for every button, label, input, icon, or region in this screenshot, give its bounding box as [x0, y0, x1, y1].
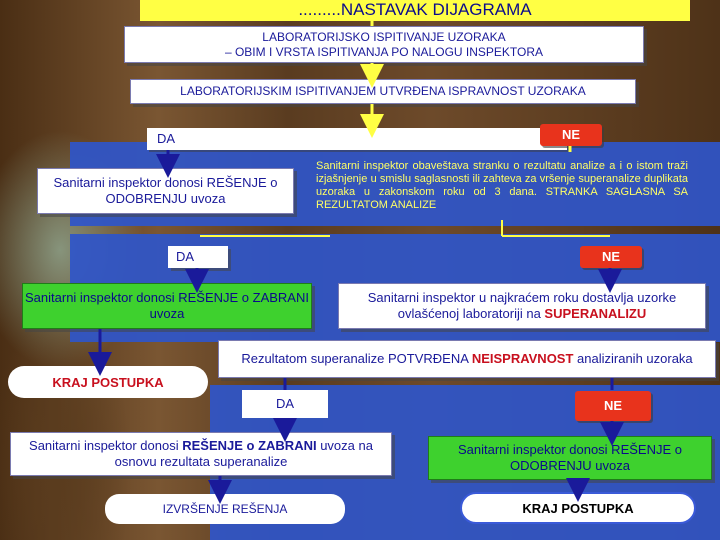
approval-decision-text: Sanitarni inspektor donosi REŠENJE o ODO… — [53, 175, 278, 206]
superanalysis-ban-box: Sanitarni inspektor donosi REŠENJE o ZAB… — [10, 432, 392, 476]
branch2-ne-text: NE — [601, 249, 621, 265]
branch3-ne-label: NE — [575, 391, 651, 421]
branch2-da-text: DA — [176, 249, 195, 265]
superanalysis-ban-highlight: REŠENJE o ZABRANI — [182, 438, 317, 454]
superanalysis-result-text: Rezultatom superanalize POTVRĐENA NEISPR… — [241, 351, 692, 367]
result-prefix: Rezultatom superanalize POTVRĐENA — [241, 351, 472, 367]
lab-testing-box: LABORATORIJSKO ISPITIVANJE UZORAKA – OBI… — [124, 26, 644, 63]
result-suffix: analiziranih uzoraka — [573, 351, 693, 367]
end-of-procedure-left: KRAJ POSTUPKA — [8, 366, 208, 398]
final-approval-box: Sanitarni inspektor donosi REŠENJE o ODO… — [428, 436, 712, 480]
superanalysis-prefix: Sanitarni inspektor u najkraćem roku dos… — [367, 290, 677, 321]
execution-text: IZVRŠENJE REŠENJA — [162, 502, 288, 516]
lab-testing-line2: – OBIM I VRSTA ISPITIVANJA PO NALOGU INS… — [224, 44, 544, 59]
superanalysis-box: Sanitarni inspektor u najkraćem roku dos… — [338, 283, 706, 329]
page-title: .........NASTAVAK DIJAGRAMA — [140, 0, 690, 21]
branch3-da-text: DA — [275, 396, 295, 412]
page-title-text: .........NASTAVAK DIJAGRAMA — [298, 0, 532, 20]
correctness-text: LABORATORIJSKIM ISPITIVANJEM UTVRĐENA IS… — [180, 84, 586, 99]
end-of-procedure-left-text: KRAJ POSTUPKA — [52, 374, 164, 390]
notify-client-box: Sanitarni inspektor obaveštava stranku o… — [312, 152, 692, 220]
branch1-ne-text: NE — [561, 127, 581, 143]
lab-testing-line1: LABORATORIJSKO ISPITIVANJE UZORAKA — [262, 30, 506, 45]
ban-decision-text: Sanitarni inspektor donosi REŠENJE o ZAB… — [25, 290, 309, 321]
superanalysis-ban-prefix: Sanitarni inspektor donosi — [29, 438, 183, 454]
end-of-procedure-right: KRAJ POSTUPKA — [460, 492, 696, 524]
superanalysis-text: Sanitarni inspektor u najkraćem roku dos… — [339, 290, 705, 321]
branch1-ne-label: NE — [540, 124, 602, 146]
branch3-da-label: DA — [242, 390, 328, 418]
end-of-procedure-right-text: KRAJ POSTUPKA — [522, 500, 634, 516]
result-highlight: NEISPRAVNOST — [471, 351, 574, 367]
execution-pill: IZVRŠENJE REŠENJA — [105, 494, 345, 524]
ban-decision-box: Sanitarni inspektor donosi REŠENJE o ZAB… — [22, 283, 312, 329]
final-approval-text: Sanitarni inspektor donosi REŠENJE o ODO… — [457, 442, 682, 473]
notify-client-text: Sanitarni inspektor obaveštava stranku o… — [316, 159, 688, 212]
superanalysis-highlight: SUPERANALIZU — [544, 306, 647, 321]
branch1-da-label: DA — [147, 128, 567, 150]
superanalysis-ban-text: Sanitarni inspektor donosi REŠENJE o ZAB… — [11, 438, 391, 469]
correctness-box: LABORATORIJSKIM ISPITIVANJEM UTVRĐENA IS… — [130, 79, 636, 104]
branch2-da-label: DA — [168, 246, 228, 268]
superanalysis-result-box: Rezultatom superanalize POTVRĐENA NEISPR… — [218, 340, 716, 378]
approval-decision-box: Sanitarni inspektor donosi REŠENJE o ODO… — [37, 168, 294, 214]
branch1-da-text: DA — [157, 131, 176, 147]
superanalysis-ban-suffix: uvoza na osnovu rezultata superanalize — [114, 438, 373, 469]
branch2-ne-label: NE — [580, 246, 642, 268]
branch3-ne-text: NE — [603, 398, 623, 414]
